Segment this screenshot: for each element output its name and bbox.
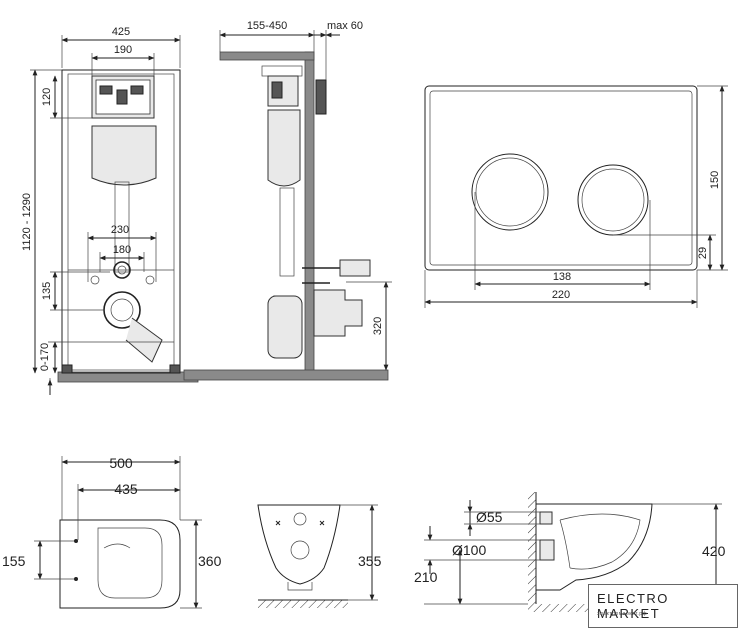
bowl-side-view bbox=[528, 492, 653, 612]
dim-button-offset: 29 bbox=[697, 247, 709, 259]
frame-side-view bbox=[183, 51, 389, 381]
flush-plate-dimensions bbox=[424, 85, 728, 308]
dim-frame-width: 425 bbox=[112, 26, 130, 38]
bowl-top-dimensions bbox=[34, 456, 202, 609]
dim-plate-width: 220 bbox=[552, 289, 570, 301]
dim-inlet-diameter: Ø55 bbox=[476, 509, 503, 525]
flush-plate-view bbox=[424, 85, 698, 271]
bowl-top-view bbox=[59, 519, 181, 609]
dim-fix-spacing: 155 bbox=[2, 553, 26, 569]
dim-outlet-height: 135 bbox=[41, 282, 53, 300]
dim-plate-height: 150 bbox=[709, 171, 721, 189]
dim-wall-depth: 155-450 bbox=[247, 20, 287, 32]
dim-frame-height: 1120 - 1290 bbox=[21, 193, 33, 251]
dim-bowl-total-height: 420 bbox=[702, 543, 726, 559]
dim-bowl-length: 500 bbox=[109, 455, 133, 471]
dim-bowl-height: 355 bbox=[358, 553, 382, 569]
bowl-rear-dimensions bbox=[340, 504, 378, 601]
dim-bowl-width: 360 bbox=[198, 553, 222, 569]
dim-bolt-inner: 180 bbox=[113, 244, 131, 256]
bowl-rear-view bbox=[257, 504, 348, 608]
dim-foot-adjust: 0-170 bbox=[39, 343, 51, 371]
dim-panel-width: 190 bbox=[114, 44, 132, 56]
dim-panel-height: 120 bbox=[41, 88, 53, 106]
dim-outlet-center: 210 bbox=[414, 569, 438, 585]
frame-front-dimensions bbox=[30, 35, 181, 395]
dim-bolt-outer: 230 bbox=[111, 224, 129, 236]
logo-name: ELECTRO MARKET bbox=[597, 591, 669, 621]
electro-market-logo: ELECTRO MARKET электромаркет.рф bbox=[588, 584, 738, 628]
frame-side-dimensions bbox=[219, 30, 392, 371]
dim-drain-height: 320 bbox=[372, 317, 384, 335]
dim-outlet-diameter: Ø100 bbox=[452, 542, 486, 558]
dim-max-depth: max 60 bbox=[327, 20, 363, 32]
dim-button-spacing: 138 bbox=[553, 271, 571, 283]
dim-hole-spacing: 435 bbox=[114, 481, 138, 497]
logo-tagline: электромаркет.рф bbox=[597, 611, 648, 617]
